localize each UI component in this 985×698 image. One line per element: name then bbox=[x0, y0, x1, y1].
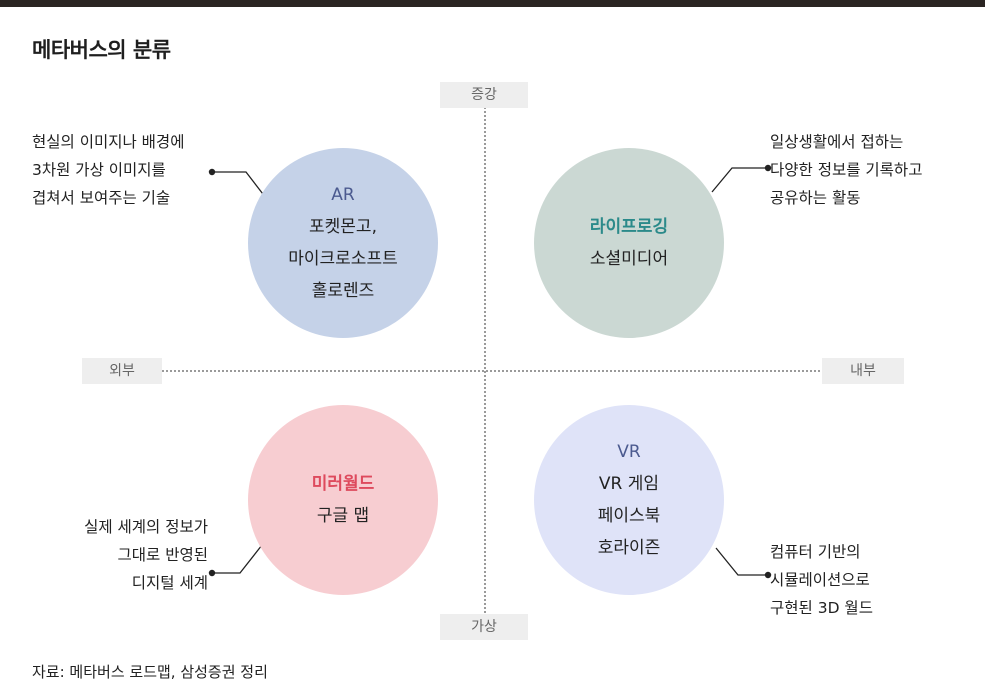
circle-mirror-world-title: 미러월드 bbox=[311, 474, 375, 494]
connector-vr bbox=[715, 547, 768, 576]
circle-vr-title: VR bbox=[617, 442, 641, 462]
circle-vr: VR VR 게임 페이스북 호라이즌 bbox=[534, 405, 724, 595]
circle-vr-line: 호라이즌 bbox=[597, 538, 661, 558]
axis-label-right: 내부 bbox=[822, 358, 904, 384]
description-mirror-world-line: 실제 세계의 정보가 bbox=[84, 518, 208, 536]
circle-lifelogging: 라이프로깅 소셜미디어 bbox=[534, 148, 724, 338]
description-ar-line: 3차원 가상 이미지를 bbox=[32, 161, 166, 179]
connector-dot-lifelogging bbox=[764, 164, 772, 172]
connector-dot-vr bbox=[764, 571, 772, 579]
description-vr-line: 구현된 3D 월드 bbox=[770, 599, 873, 617]
description-lifelogging-line: 일상생활에서 접하는 bbox=[770, 133, 904, 151]
circle-lifelogging-title: 라이프로깅 bbox=[589, 217, 669, 237]
description-lifelogging-line: 공유하는 활동 bbox=[770, 189, 861, 207]
circle-mirror-world: 미러월드 구글 맵 bbox=[248, 405, 438, 595]
circle-ar-line: 마이크로소프트 bbox=[288, 249, 398, 269]
description-vr: 컴퓨터 기반의 시뮬레이션으로 구현된 3D 월드 bbox=[770, 538, 873, 622]
circle-lifelogging-line: 소셜미디어 bbox=[589, 249, 669, 269]
description-lifelogging-line: 다양한 정보를 기록하고 bbox=[770, 161, 923, 179]
connector-dot-mirror bbox=[208, 569, 216, 577]
circle-mirror-world-line: 구글 맵 bbox=[316, 506, 370, 526]
description-ar-line: 현실의 이미지나 배경에 bbox=[32, 133, 185, 151]
top-border-bar bbox=[0, 0, 985, 7]
source-note: 자료: 메타버스 로드맵, 삼성증권 정리 bbox=[32, 663, 268, 681]
description-mirror-world-line: 디지털 세계 bbox=[131, 574, 208, 592]
description-ar: 현실의 이미지나 배경에 3차원 가상 이미지를 겹쳐서 보여주는 기술 bbox=[32, 128, 184, 212]
description-vr-line: 컴퓨터 기반의 bbox=[770, 543, 861, 561]
connector-lifelogging bbox=[711, 167, 768, 193]
connector-ar bbox=[212, 171, 267, 199]
description-lifelogging: 일상생활에서 접하는 다양한 정보를 기록하고 공유하는 활동 bbox=[770, 128, 922, 212]
connector-mirror bbox=[212, 544, 263, 574]
circle-ar-line: 홀로렌즈 bbox=[311, 281, 375, 301]
page-title: 메타버스의 분류 bbox=[32, 38, 171, 62]
description-mirror-world: 실제 세계의 정보가 그대로 반영된 디지털 세계 bbox=[32, 513, 208, 597]
circle-vr-line: 페이스북 bbox=[597, 506, 661, 526]
circle-vr-line: VR 게임 bbox=[598, 474, 660, 494]
axis-label-left: 외부 bbox=[82, 358, 162, 384]
circle-ar: AR 포켓몬고, 마이크로소프트 홀로렌즈 bbox=[248, 148, 438, 338]
vertical-axis bbox=[484, 100, 486, 620]
description-mirror-world-line: 그대로 반영된 bbox=[117, 546, 209, 564]
horizontal-axis bbox=[90, 370, 900, 372]
description-vr-line: 시뮬레이션으로 bbox=[770, 571, 870, 589]
axis-label-bottom: 가상 bbox=[440, 614, 528, 640]
circle-ar-line: 포켓몬고, bbox=[309, 217, 377, 237]
axis-label-top: 증강 bbox=[440, 82, 528, 108]
circle-ar-title: AR bbox=[331, 185, 355, 205]
connector-dot-ar bbox=[208, 168, 216, 176]
description-ar-line: 겹쳐서 보여주는 기술 bbox=[32, 189, 171, 207]
